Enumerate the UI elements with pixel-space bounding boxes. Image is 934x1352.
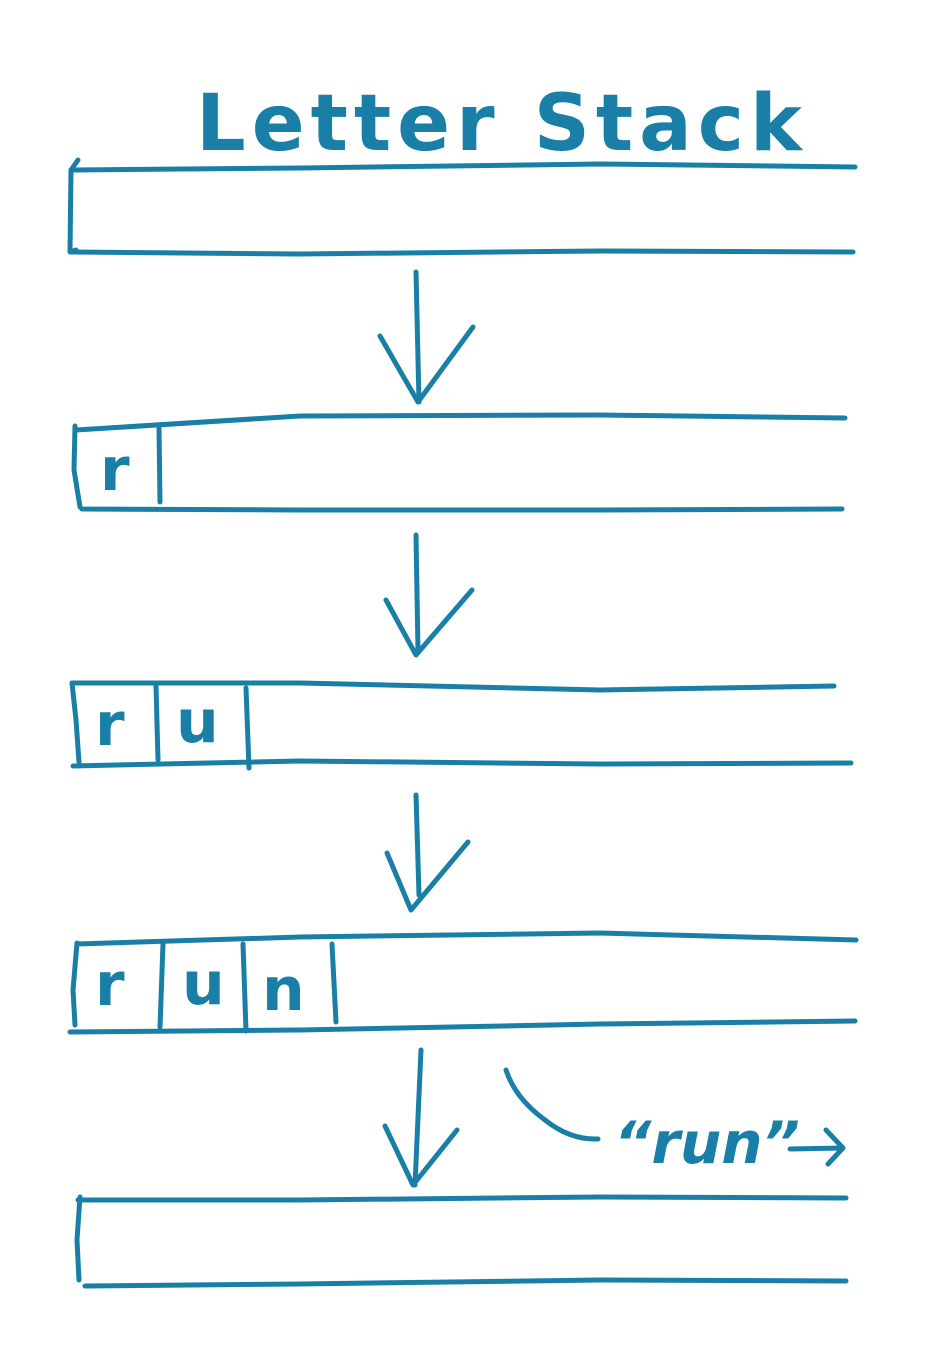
stack-stage-5 [74,1194,849,1289]
down-arrow-4 [382,1047,460,1188]
cell-divider [157,941,339,1034]
output-word: “run” [614,1109,800,1177]
down-arrow-2 [383,532,475,658]
pop-curve [503,1067,601,1142]
down-arrow-1 [377,269,476,405]
stack-stage-4: r u n [67,930,859,1035]
stack-letter: u [176,687,219,757]
diagram-title: Letter Stack [196,79,808,169]
stack-outline [71,412,848,513]
stack-stage-2: r [71,412,848,513]
stack-letter: r [95,690,125,760]
output-arrow [787,1127,846,1167]
cell-divider [153,683,252,771]
stack-outline [67,930,859,1035]
stack-letter: r [100,435,130,505]
stack-letter: n [262,955,305,1025]
stack-outline [69,680,854,769]
stack-letter: r [95,950,125,1020]
stack-stage-1 [67,157,858,257]
stack-stage-3: r u [69,680,854,771]
cell-divider [156,425,163,505]
down-arrow-3 [384,792,471,913]
stack-outline [74,1194,849,1289]
stack-letter: u [182,949,225,1019]
stack-outline [67,157,858,257]
